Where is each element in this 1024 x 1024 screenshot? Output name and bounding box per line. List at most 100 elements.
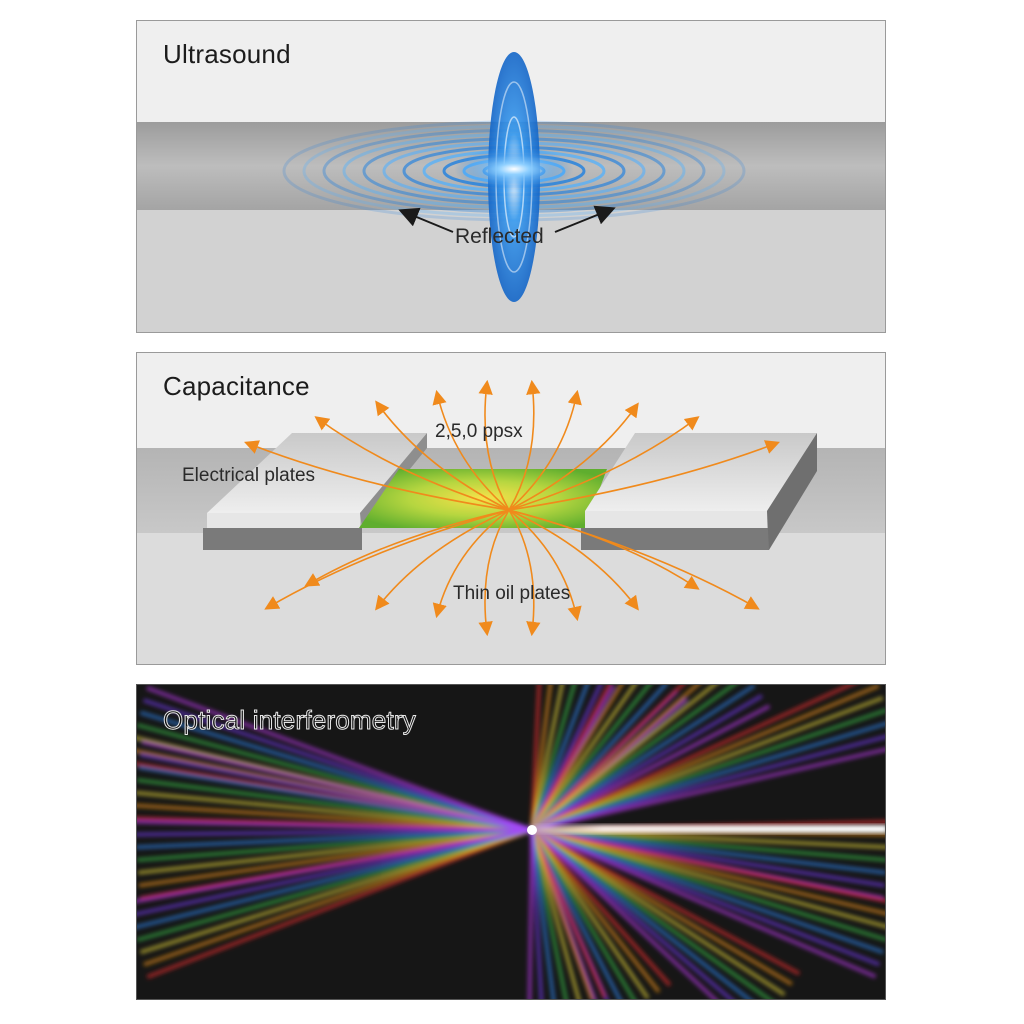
spectral-ray [531,704,771,832]
field-value-label: 2,5,0 ppsx [435,421,523,442]
spectral-ray [138,828,533,888]
spectral-ray [146,828,533,979]
spectral-ray [142,698,533,832]
spectral-ray [531,828,885,903]
spectral-ray [530,828,672,987]
spectral-ray [530,828,718,999]
spectral-ray [530,828,786,997]
spectral-ray [137,828,533,837]
spectral-ray [530,685,542,831]
field-line [432,509,510,619]
electrical-plates-label: Electrical plates [182,465,316,486]
spectral-ray [146,686,533,832]
ultrasound-illustration [137,21,885,332]
capacitance-illustration [137,353,885,664]
spectral-ray [137,790,533,832]
field-line [508,402,639,511]
spectral-ray [531,747,885,832]
field-line [375,509,510,611]
spectral-ray [137,828,533,875]
panel-title: Optical interferometry [163,705,417,736]
spectral-ray [530,828,661,994]
spectral-ray [530,829,622,999]
field-line [314,416,510,511]
spectral-ray [530,829,544,999]
spectral-ray [531,828,885,916]
spectral-ray [531,685,880,832]
spectral-ray [531,828,877,979]
spectral-ray [137,828,533,929]
convergence-point [527,825,537,835]
spectral-ray [531,721,885,832]
spectral-ray [530,694,763,832]
spectral-ray [531,828,885,929]
spectral-ray [530,685,577,831]
spectral-ray [530,685,737,832]
spectral-ray [531,828,885,875]
spectral-ray [530,829,556,999]
spectral-ray [530,829,581,999]
spectral-ray [530,828,773,999]
spectral-ray [531,828,801,976]
field-line [508,389,582,511]
field-line [508,416,700,511]
field-line [508,509,582,622]
spectral-ray [531,828,885,888]
spectral-ray [531,828,884,955]
spectral-ray [141,739,533,832]
panel-title: Capacitance [163,371,310,401]
spectral-ray [137,828,533,904]
field-line [264,509,510,610]
spectral-ray [137,778,533,832]
spectral-ray [531,828,881,967]
field-line [478,509,510,637]
spectral-ray [530,828,793,986]
spectral-ray [137,828,533,850]
spectral-ray [530,685,637,832]
spectral-ray [530,685,553,831]
spectral-ray [137,828,533,916]
spectral-ray [530,829,607,999]
spectral-ray [530,828,650,999]
spectral-ray [530,685,756,832]
spectral-ray [530,829,568,999]
spectral-ray [531,734,885,832]
reflected-arrow-left [398,207,454,233]
spectral-ray [530,829,594,999]
field-line [244,440,510,511]
reflected-arrow-right [554,205,616,233]
optical-illustration [137,685,885,999]
field-line [432,389,510,511]
field-line [508,440,780,511]
field-line [478,379,510,511]
spectral-ray [138,765,533,832]
spectral-ray [527,829,534,999]
spectral-ray [530,828,752,999]
spectral-ray [531,828,885,942]
spectral-ray [137,803,533,832]
field-lines [244,379,780,637]
panel-title: Ultrasound [163,39,291,69]
spectral-ray [531,828,885,862]
spectral-ray [139,828,533,955]
spectral-ray [139,710,533,832]
optical-interferometry-panel: Optical interferometry [136,684,886,1000]
spectral-ray [530,685,624,832]
reflected-label: Reflected [455,225,544,248]
spectral-ray [530,685,701,832]
white-light-beam [532,825,885,833]
spectral-rays [137,685,885,999]
oil-film [359,469,607,528]
spectral-ray [530,828,636,999]
thin-oil-plates-label: Thin oil plates [453,583,571,604]
spectral-ray [530,685,685,832]
spectral-ray [531,685,855,832]
ultrasound-panel: Ultrasound Reflected [136,20,886,333]
spectral-ray [137,723,533,832]
field-line [508,509,760,610]
field-line [304,509,510,587]
field-line [375,400,510,511]
capacitance-panel: Capacitance 2,5,0 ppsx Electrical plates… [136,352,886,665]
spectral-ray [531,696,884,832]
spectral-ray [530,685,718,832]
